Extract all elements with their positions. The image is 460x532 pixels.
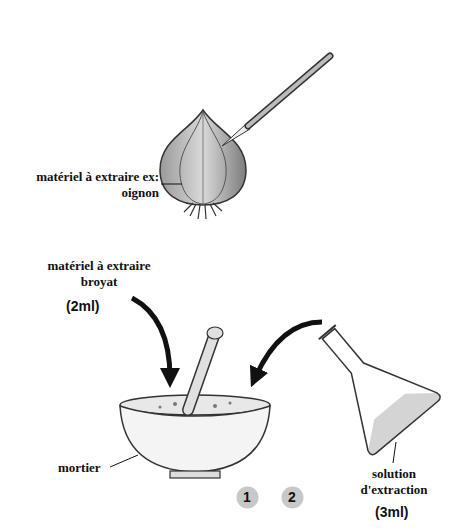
part-label: solution d'extraction: [346, 466, 442, 498]
leader-line: [161, 184, 182, 185]
scalpel: [222, 56, 330, 146]
part-label: matériel à extraire ex: oignon: [25, 169, 159, 201]
disc-fill: [281, 486, 303, 508]
mortar: [120, 327, 270, 478]
onion: [160, 110, 246, 219]
leader-line: [110, 455, 138, 467]
flask: [292, 303, 441, 456]
volume-label: (3ml): [375, 504, 408, 520]
disc-fill: [236, 486, 258, 508]
leader-line: [393, 442, 396, 463]
step-number: 1: [236, 486, 259, 509]
step-number: 2: [281, 486, 304, 509]
pointer-arrow: [255, 322, 322, 378]
part-label: mortier: [58, 460, 101, 476]
step-number-text: 2: [288, 489, 296, 505]
part-label: matériel à extraire broyat: [28, 258, 170, 290]
step-number-text: 1: [243, 489, 251, 505]
pointer-arrow: [132, 298, 170, 378]
volume-label: (2ml): [66, 298, 99, 314]
